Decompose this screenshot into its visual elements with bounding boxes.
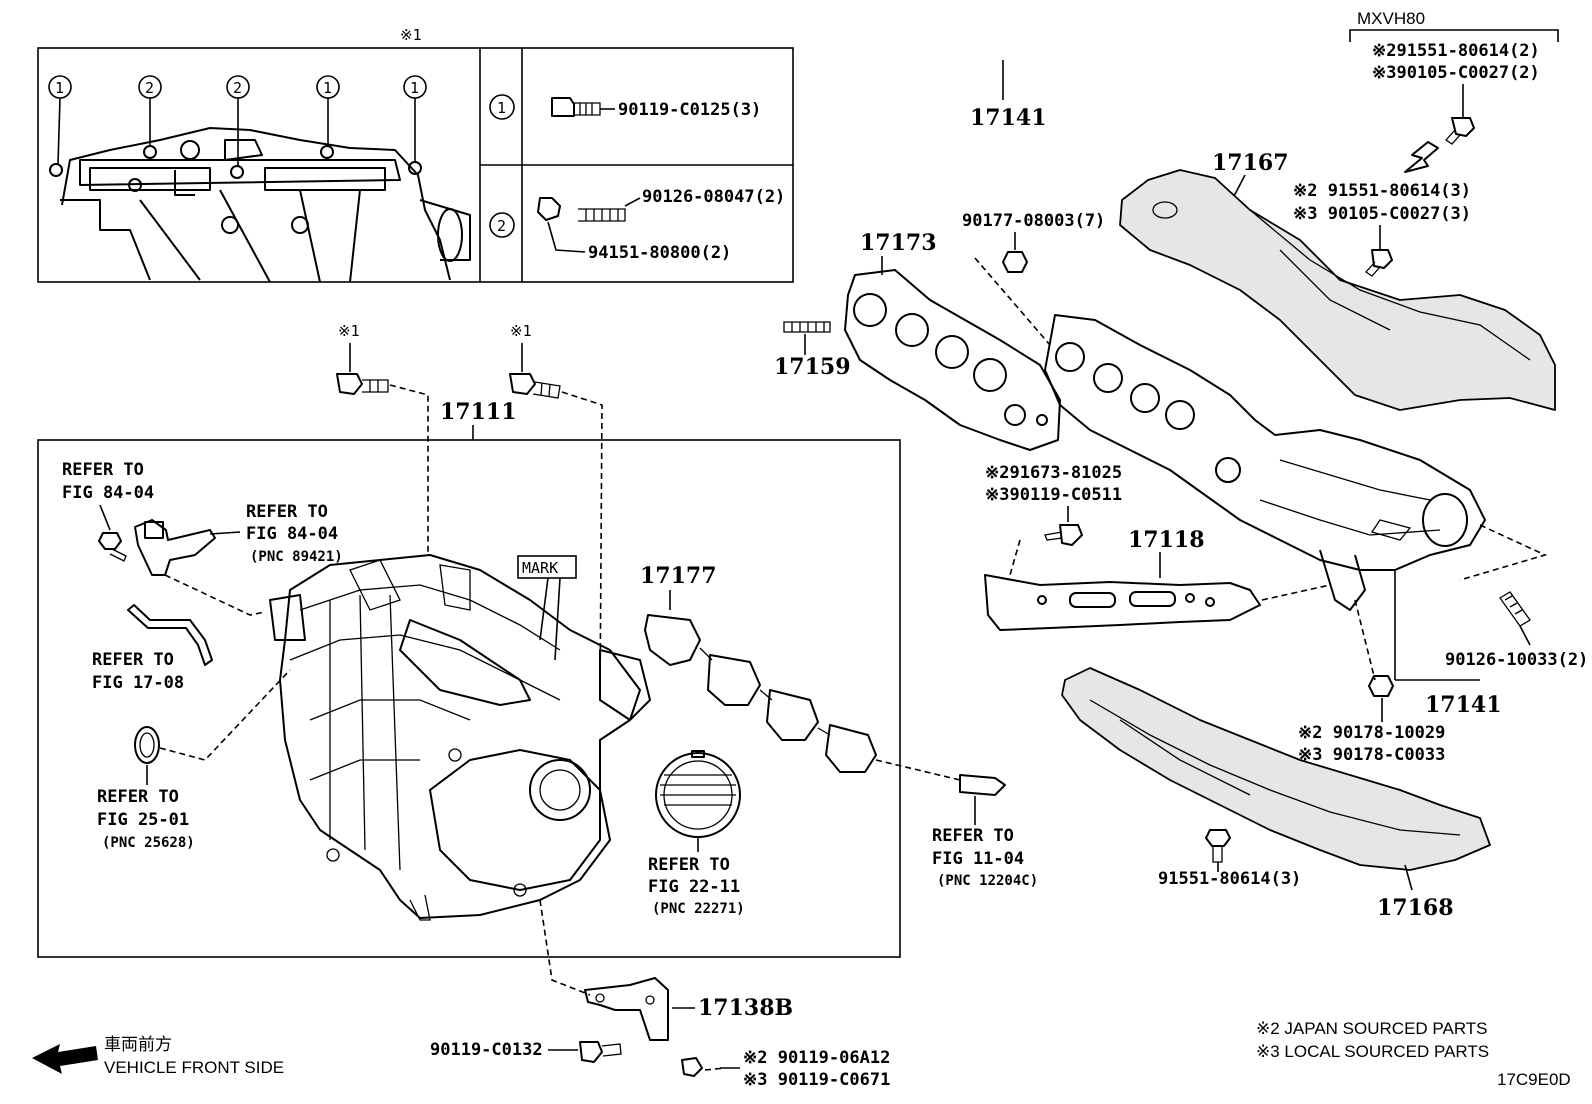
arrow-left-icon [32, 1044, 98, 1074]
inset-mark: ※1 [400, 26, 422, 44]
mxvh80-group: MXVH80 ※291551-80614(2) ※390105-C0027(2) [1349, 9, 1559, 173]
callout-1c: 1 [410, 79, 419, 97]
part-c17167-line1[interactable]: ※2 91551-80614(3) [1293, 181, 1471, 201]
mxvh80-label: MXVH80 [1357, 9, 1425, 28]
intake-gasket-17177: 17177 [640, 563, 877, 773]
part-c06a12-1[interactable]: ※2 90119-06A12 [743, 1048, 890, 1068]
part-94151-80800[interactable]: 94151-80800(2) [588, 243, 731, 263]
intake-manifold-body [269, 554, 651, 921]
sensor-plug-icon [959, 774, 1006, 796]
intake-manifold-box [37, 439, 901, 958]
hose-icon [127, 604, 213, 666]
ref11-line1[interactable]: REFER TO [932, 826, 1014, 846]
ref17-line2[interactable]: FIG 17-08 [92, 673, 184, 693]
part-90177-08003[interactable]: 90177-08003(7) [962, 211, 1105, 231]
ref25-pnc[interactable]: (PNC 25628) [102, 835, 195, 851]
exhaust-manifold-17141 [1044, 314, 1486, 611]
bolt-icon [1445, 117, 1475, 145]
inset-callouts: 1 2 2 1 1 [48, 75, 427, 166]
part-c81025-2[interactable]: ※390119-C0511 [985, 485, 1122, 505]
ref84b-line2[interactable]: FIG 84-04 [246, 524, 338, 544]
ref22-pnc[interactable]: (PNC 22271) [652, 901, 745, 917]
nut-icon [1368, 675, 1394, 697]
heat-insulator-17167: 17167 [1119, 150, 1556, 411]
part-17173[interactable]: 17173 [860, 230, 937, 256]
inset-manifold-drawing [49, 127, 471, 283]
ref22-line1[interactable]: REFER TO [648, 855, 730, 875]
part-mx-line1[interactable]: ※291551-80614(2) [1372, 41, 1540, 61]
part-17141-right[interactable]: 17141 [1425, 692, 1502, 718]
inset-row-1: 1 90119-C0125(3) [489, 94, 761, 120]
mark1b: ※1 [510, 322, 532, 340]
callout-2b: 2 [233, 79, 242, 97]
callout-1a: 1 [55, 79, 64, 97]
ref25-line1[interactable]: REFER TO [97, 787, 179, 807]
stud-90126-10033: 90126-10033(2) 17141 [1425, 591, 1588, 718]
part-mx-line2[interactable]: ※390105-C0027(2) [1372, 63, 1540, 83]
callout-1b: 1 [323, 79, 332, 97]
heat-insulator-17168: 17168 [1061, 667, 1491, 921]
ref22-line2[interactable]: FIG 22-11 [648, 877, 740, 897]
part-90126-10033[interactable]: 90126-10033(2) [1445, 650, 1588, 670]
part-c06a12-2[interactable]: ※3 90119-C0671 [743, 1070, 890, 1090]
arrow-down-icon [1404, 141, 1439, 173]
ref84b-pnc[interactable]: (PNC 89421) [250, 549, 343, 565]
front-en: VEHICLE FRONT SIDE [104, 1058, 284, 1077]
ref84a-line1[interactable]: REFER TO [62, 460, 144, 480]
ref84b-line1[interactable]: REFER TO [246, 502, 328, 522]
mark-label: MARK [522, 559, 558, 577]
svg-text:1: 1 [497, 99, 506, 117]
throttle-gasket [655, 750, 741, 838]
ref84a-line2[interactable]: FIG 84-04 [62, 483, 154, 503]
mark-box [517, 555, 577, 579]
mark1a: ※1 [338, 322, 360, 340]
ref17-line1[interactable]: REFER TO [92, 650, 174, 670]
figure-code: 17C9E0D [1497, 1070, 1571, 1089]
bolt-icon [98, 532, 122, 550]
exhaust-gasket-17173: 17173 [844, 230, 1061, 451]
intake-bolts: ※1 ※1 [336, 322, 603, 701]
part-17138b[interactable]: 17138B [698, 995, 793, 1021]
part-17167[interactable]: 17167 [1212, 150, 1289, 176]
vehicle-front-indicator: 車両前方 VEHICLE FRONT SIDE [32, 1035, 284, 1077]
callout-2a: 2 [145, 79, 154, 97]
bolt-icon [579, 1041, 603, 1063]
stud-17159: 17159 [774, 321, 851, 380]
bracket-17118: ※291673-81025 ※390119-C0511 17118 [984, 463, 1331, 631]
svg-text:2: 2 [497, 217, 506, 235]
part-90119-c0125[interactable]: 90119-C0125(3) [618, 100, 761, 120]
bolt-icon [1365, 249, 1393, 277]
part-c81025-1[interactable]: ※291673-81025 [985, 463, 1122, 483]
sensor-icon [134, 519, 216, 576]
part-17168[interactable]: 17168 [1377, 895, 1454, 921]
ref25-line2[interactable]: FIG 25-01 [97, 810, 189, 830]
legend-japan: ※2 JAPAN SOURCED PARTS [1256, 1019, 1488, 1038]
inset-row-2: 2 90126-08047(2) 94151-80800(2) [489, 187, 785, 263]
part-c10029-1[interactable]: ※2 90178-10029 [1298, 723, 1445, 743]
bolt-icon [1059, 524, 1083, 546]
legend-local: ※3 LOCAL SOURCED PARTS [1256, 1042, 1489, 1061]
ref11-line2[interactable]: FIG 11-04 [932, 849, 1024, 869]
part-17118[interactable]: 17118 [1128, 527, 1205, 553]
inset-detail-box: ※1 [37, 26, 794, 283]
part-90119-c0132[interactable]: 90119-C0132 [430, 1040, 543, 1060]
part-17111[interactable]: 17111 [440, 399, 517, 425]
part-17159[interactable]: 17159 [774, 354, 851, 380]
front-jp: 車両前方 [104, 1035, 172, 1054]
part-91551-80614[interactable]: 91551-80614(3) [1158, 869, 1301, 889]
bolt-icon [681, 1057, 703, 1077]
gasket-ring-icon [134, 726, 160, 764]
part-17141-top[interactable]: 17141 [970, 105, 1047, 131]
part-c17167-line2[interactable]: ※3 90105-C0027(3) [1293, 204, 1471, 224]
bracket-17138b [584, 977, 669, 1041]
part-17177[interactable]: 17177 [640, 563, 717, 589]
part-c10029-2[interactable]: ※3 90178-C0033 [1298, 745, 1445, 765]
nut-icon [1002, 251, 1028, 273]
bolt-icon [1205, 829, 1231, 863]
part-90126-08047[interactable]: 90126-08047(2) [642, 187, 785, 207]
ref11-pnc[interactable]: (PNC 12204C) [937, 873, 1038, 889]
